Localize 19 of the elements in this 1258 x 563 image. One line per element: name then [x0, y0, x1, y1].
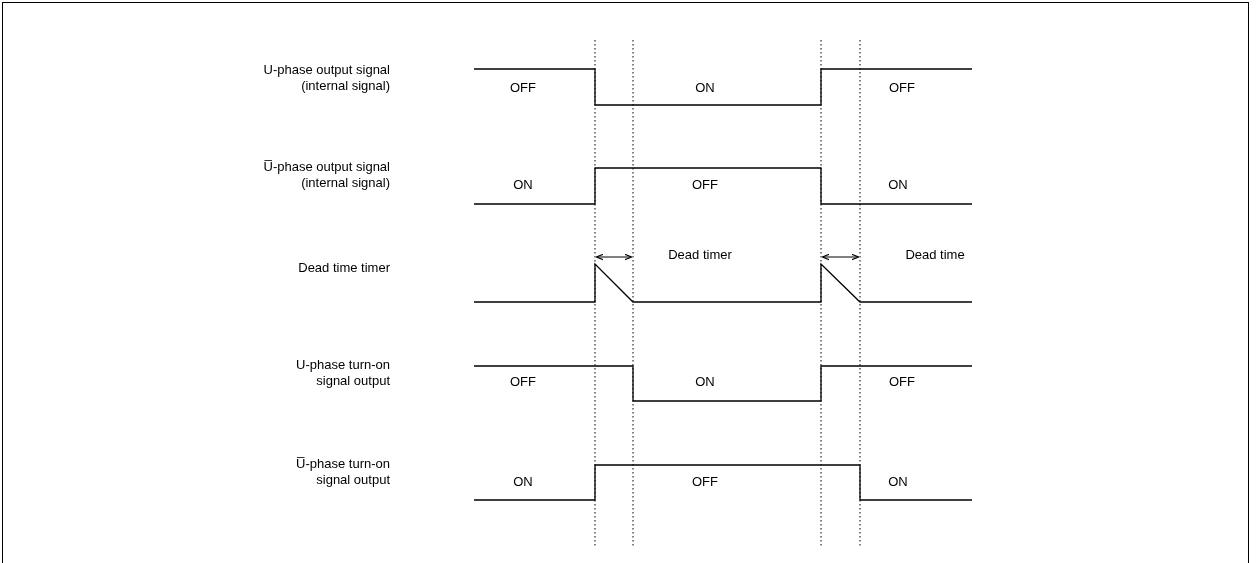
state-label: ON	[513, 177, 533, 193]
state-label: ON	[513, 474, 533, 490]
state-label: OFF	[889, 374, 915, 390]
state-label: OFF	[692, 177, 718, 193]
signal-name: Dead time timer	[297, 260, 390, 276]
state-label: ON	[695, 80, 715, 96]
interval-label: Dead timer	[668, 247, 732, 263]
state-label: ON	[695, 374, 715, 390]
state-label: ON	[888, 177, 908, 193]
signal-name: U-phase output signal (internal signal)	[262, 62, 390, 94]
signal-name: U̅-phase output signal (internal signal)	[262, 159, 390, 191]
state-label: ON	[888, 474, 908, 490]
state-label: OFF	[889, 80, 915, 96]
state-label: OFF	[510, 374, 536, 390]
signal-name: U-phase turn-on signal output	[295, 357, 390, 389]
signal-name: U̅-phase turn-on signal output	[295, 456, 390, 488]
interval-label: Dead time	[905, 247, 965, 263]
state-label: OFF	[510, 80, 536, 96]
state-label: OFF	[692, 474, 718, 490]
